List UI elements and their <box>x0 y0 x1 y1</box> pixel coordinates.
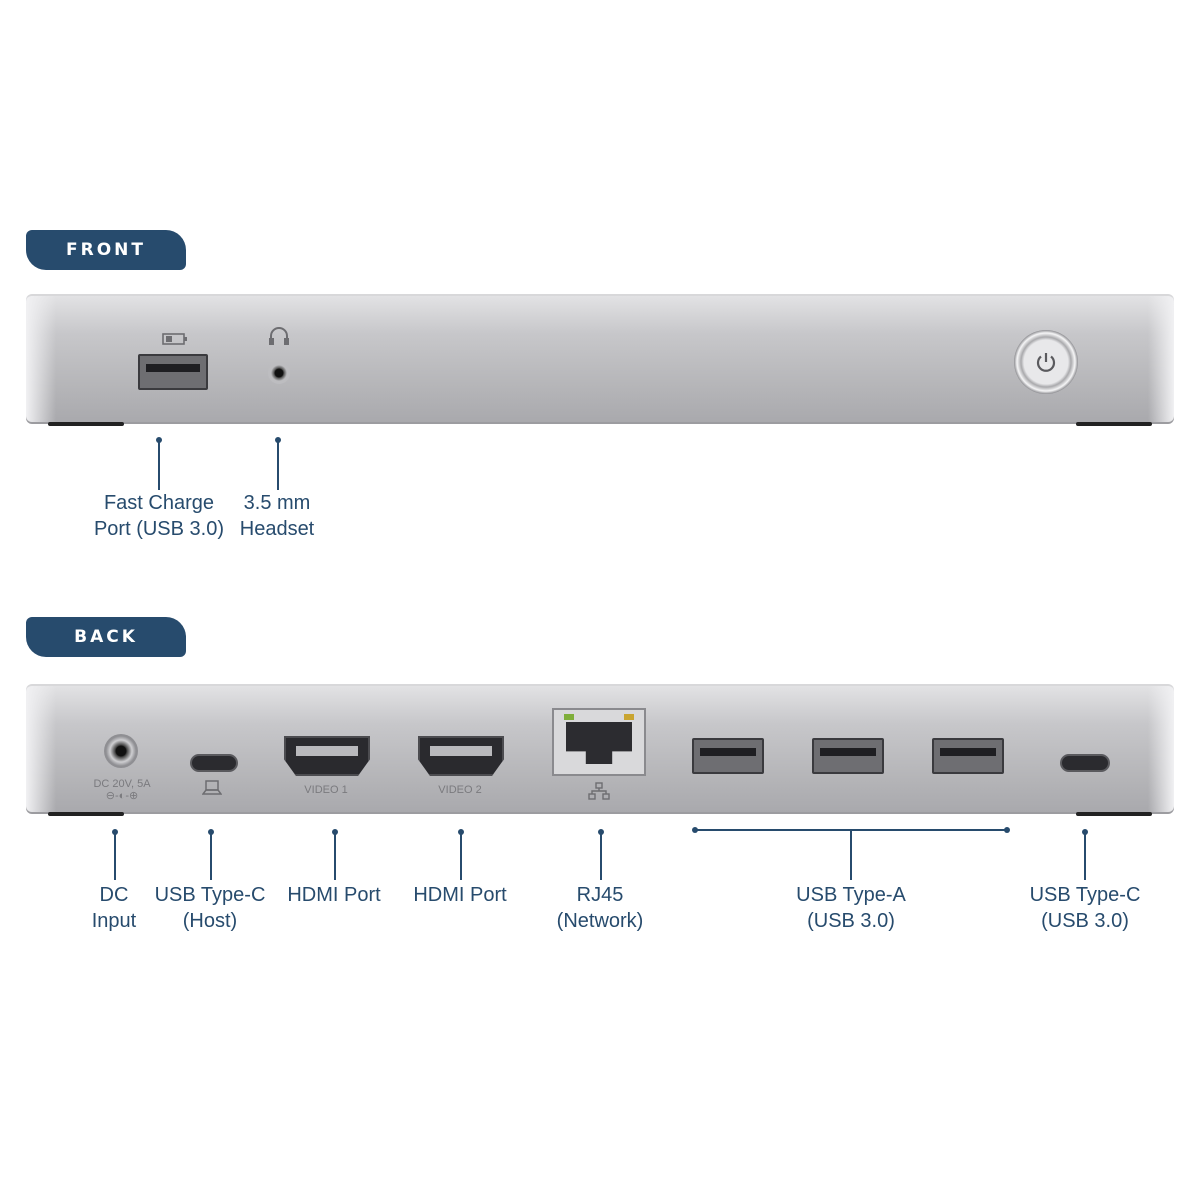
headset-callout-line <box>277 440 279 490</box>
usb-c-label: USB Type-C (USB 3.0) <box>1029 884 1141 932</box>
back-tab: BACK <box>26 617 186 657</box>
laptop-icon <box>201 780 223 796</box>
rj45-label: RJ45 (Network) <box>556 884 644 932</box>
hdmi-port-1-label: HDMI Port <box>287 884 381 906</box>
usb-c-port <box>1060 754 1110 772</box>
power-icon <box>1036 353 1056 372</box>
dock-back-panel: DC 20V, 5A ⊖-◐-⊕ VIDEO 1 VIDEO 2 <box>26 684 1174 814</box>
fast-charge-callout-line <box>158 440 160 490</box>
hdmi2-callout-line <box>460 832 462 880</box>
usb-a-label: USB Type-A (USB 3.0) <box>796 884 906 932</box>
back-tab-label: BACK <box>74 627 138 647</box>
hdmi-port-1 <box>284 736 370 776</box>
headset-label: 3.5 mm Headset <box>239 492 315 540</box>
dc-input-port <box>104 734 138 768</box>
hdmi-port-2-label: HDMI Port <box>413 884 507 906</box>
power-button[interactable] <box>1014 330 1078 394</box>
hdmi1-callout-line <box>334 832 336 880</box>
fast-charge-usb-port <box>138 354 208 390</box>
usb-a-port-2 <box>812 738 884 774</box>
usb-c-callout-line <box>1084 832 1086 880</box>
headset-jack <box>268 362 290 384</box>
usb-c-host-callout-line <box>210 832 212 880</box>
usb-a-callout-line <box>850 830 852 880</box>
dock-front-panel <box>26 294 1174 424</box>
front-right-foot <box>1076 422 1152 426</box>
back-right-foot <box>1076 812 1152 816</box>
usb-a-port-3 <box>932 738 1004 774</box>
back-left-foot <box>48 812 124 816</box>
rj45-callout-line <box>600 832 602 880</box>
rj45-port <box>552 708 646 776</box>
dc-rating-text: DC 20V, 5A ⊖-◐-⊕ <box>93 778 151 802</box>
fast-charge-label: Fast Charge Port (USB 3.0) <box>93 492 225 540</box>
hdmi-port-2 <box>418 736 504 776</box>
network-icon <box>588 782 610 800</box>
usb-c-host-port <box>190 754 238 772</box>
dc-callout-line <box>114 832 116 880</box>
headphones-icon <box>268 326 290 346</box>
video2-text: VIDEO 2 <box>438 784 482 796</box>
dc-input-label: DC Input <box>91 884 137 932</box>
front-tab-label: FRONT <box>66 240 146 260</box>
battery-charge-icon <box>162 330 188 345</box>
front-left-foot <box>48 422 124 426</box>
front-tab: FRONT <box>26 230 186 270</box>
video1-text: VIDEO 1 <box>304 784 348 796</box>
usb-c-host-label: USB Type-C (Host) <box>154 884 266 932</box>
usb-a-port-1 <box>692 738 764 774</box>
